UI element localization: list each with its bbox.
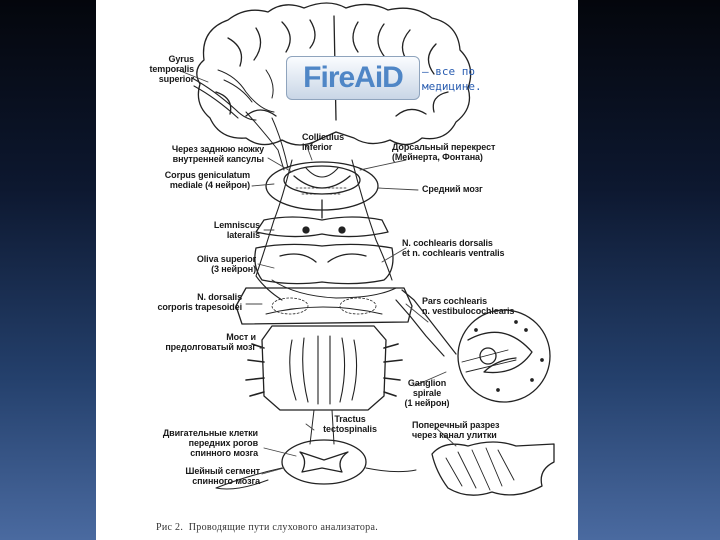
label-pars-cochlearis: Pars cochlearis n. vestibulocochlearis: [422, 296, 515, 316]
brain-outline: [196, 2, 472, 146]
fireaid-logo: FireAiD: [286, 56, 420, 100]
label-midbrain: Средний мозг: [422, 184, 483, 194]
label-cochlear-nuclei: N. cochlearis dorsalis et n. cochlearis …: [402, 238, 505, 258]
label-colliculus: Colliculus inferior: [302, 132, 345, 152]
slide-page: Gyrus temporalis superior Через заднюю н…: [96, 0, 578, 540]
label-motor-cells: Двигательные клетки передних рогов спинн…: [162, 428, 258, 458]
label-geniculatum: Corpus geniculatum mediale (4 нейрон): [164, 170, 250, 190]
label-gyrus-temporalis: Gyrus temporalis superior: [149, 54, 194, 84]
cochlea: [457, 309, 551, 403]
pons-section: [235, 287, 413, 325]
label-ganglion-spirale: Ganglion spirale (1 нейрон): [404, 378, 450, 408]
label-cervical-segment: Шейный сегмент спинного мозга: [185, 466, 260, 486]
logo-tagline: – все по медицине.: [422, 65, 482, 93]
label-trapezoid: N. dorsalis corporis trapesoidei: [157, 292, 242, 312]
label-oliva-superior: Oliva superior (3 нейрон): [196, 254, 256, 274]
spinal-cord-section: [281, 439, 367, 485]
logo-text: FireAiD: [303, 61, 404, 94]
label-decussation: Дорсальный перекрест (Мейнерта, Фонтана): [392, 142, 496, 162]
medulla-section: [261, 325, 387, 411]
auditory-pathway-diagram: [177, 2, 555, 496]
figure-caption: Рис 2. Проводящие пути слухового анализа…: [156, 522, 379, 533]
label-posterior-limb: Через заднюю ножку внутренней капсулы: [171, 144, 264, 164]
cochlear-canal-section: [431, 441, 555, 496]
label-pons-medulla: Мост и предолговатый мозг: [165, 332, 256, 352]
label-tectospinalis: Tractus tectospinalis: [323, 414, 377, 434]
label-cochlear-cross-section: Поперечный разрез через канал улитки: [412, 420, 500, 440]
label-lemniscus: Lemniscus lateralis: [213, 220, 260, 240]
